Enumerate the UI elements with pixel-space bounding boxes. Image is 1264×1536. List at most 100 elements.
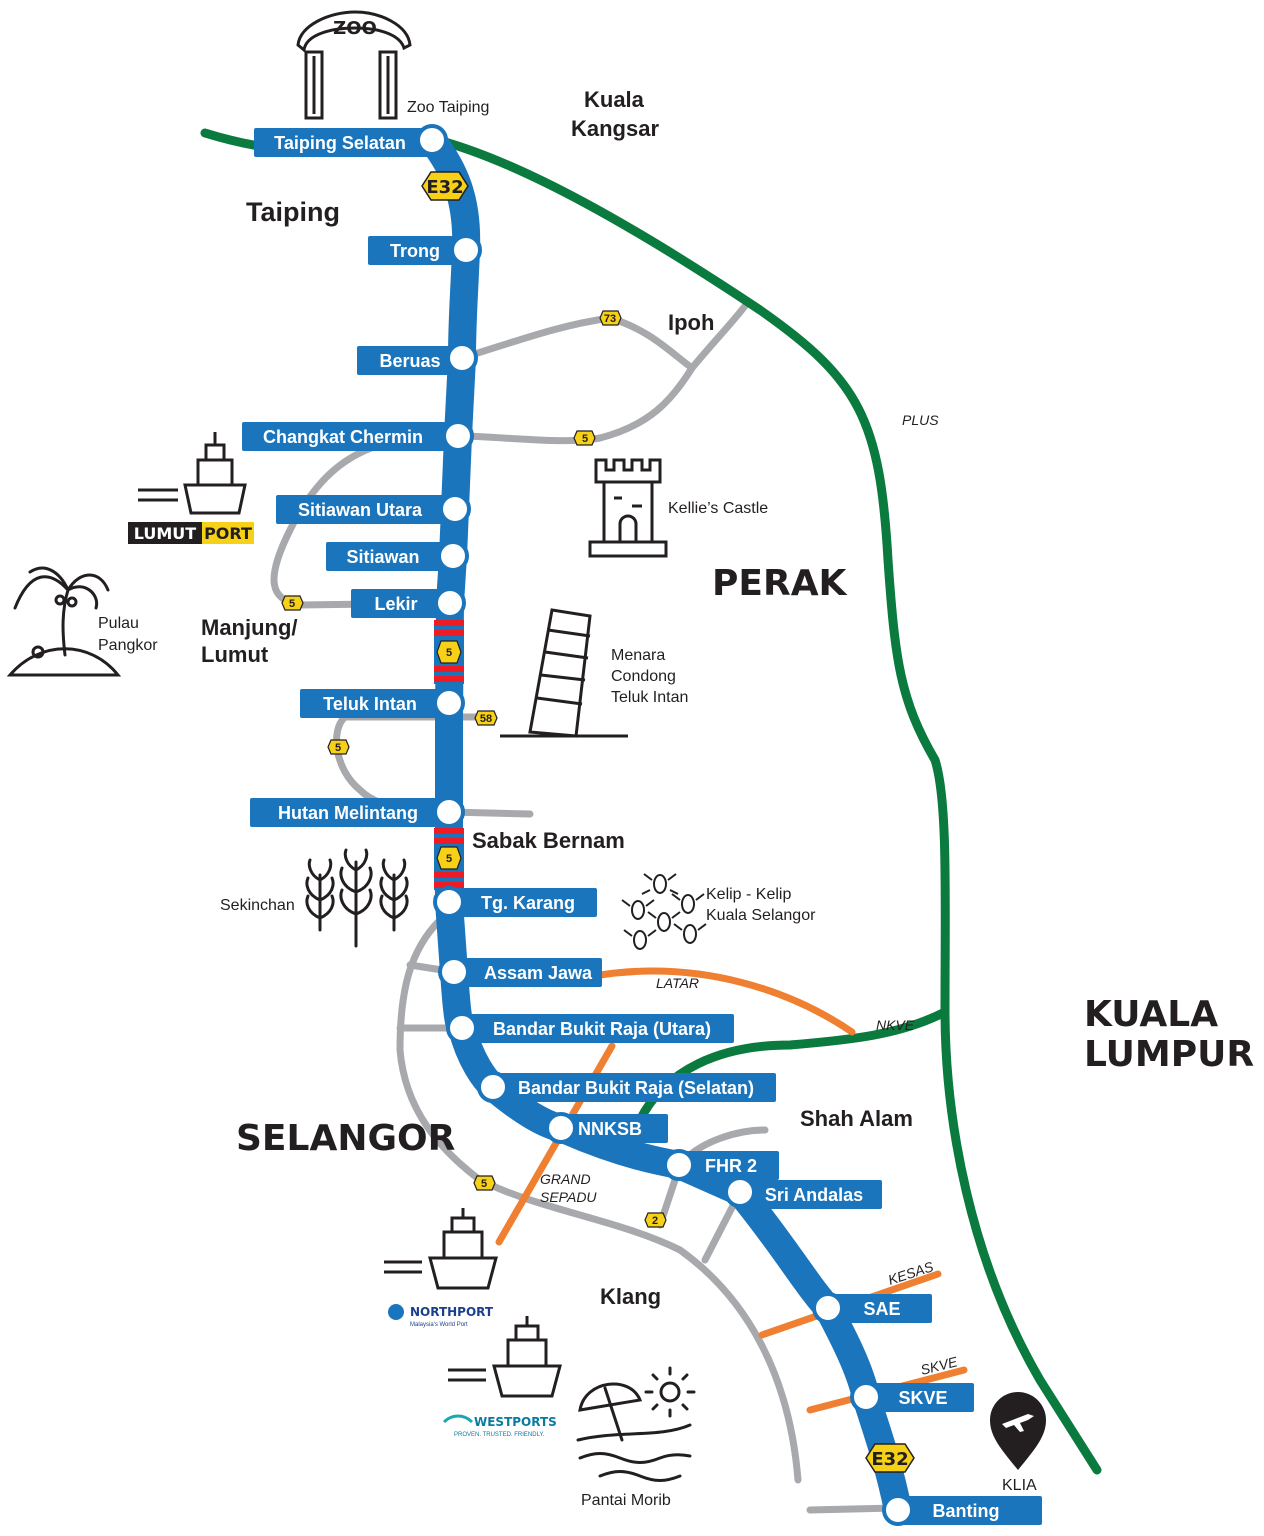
region-kuala-lumpur-1: KUALA [1084,994,1218,1035]
poi-pulau-pangkor-1: Pulau [98,615,139,632]
stations: Taiping Selatan Trong Beruas Changkat Ch… [242,124,1042,1526]
lumut-port-logo: LUMUT PORT [128,522,254,544]
station-beruas[interactable]: Beruas [357,342,478,375]
poi-kelip-kelip-2: Kuala Selangor [706,907,816,924]
shield-label: 5 [446,647,452,659]
westports-logo-text: WESTPORTS [474,1415,557,1429]
region-perak: PERAK [712,563,848,604]
station-assam-jawa[interactable]: Assam Jawa [438,956,602,988]
poi-menara-condong-2: Condong [611,668,676,685]
leaning-tower-icon [500,608,628,738]
e32-shield-label: E32 [426,177,463,198]
station-label: FHR 2 [705,1156,757,1176]
poi-sekinchan: Sekinchan [220,897,295,914]
palm-island-icon [6,566,122,677]
westports-logo: WESTPORTS PROVEN. TRUSTED. FRIENDLY. [442,1414,557,1438]
town-klang: Klang [600,1284,661,1309]
shield-route-2: 2 [644,1212,667,1228]
station-banting[interactable]: Banting [882,1494,1042,1526]
poi-pantai-morib: Pantai Morib [581,1492,671,1509]
station-label: SKVE [898,1388,947,1408]
station-sae[interactable]: SAE [812,1292,932,1324]
shield-label: 5 [446,853,452,865]
station-label: NNKSB [578,1119,642,1139]
highway-grand-sepadu-2: SEPADU [540,1189,597,1205]
station-nnksb[interactable]: NNKSB [545,1112,668,1144]
town-ipoh: Ipoh [668,310,714,335]
poi-zoo-taiping: Zoo Taiping [407,99,489,116]
e32-shield-south: E32 [865,1443,915,1473]
poi-menara-condong-1: Menara [611,647,665,664]
shield-route-5-crossing-2: 5 [436,846,462,870]
shield-route-5-chermin: 5 [573,430,596,446]
station-teluk-intan[interactable]: Teluk Intan [300,687,465,719]
station-label: Sri Andalas [765,1185,863,1205]
station-label: Trong [390,241,440,261]
station-changkat-chermin[interactable]: Changkat Chermin [242,420,474,452]
station-trong[interactable]: Trong [368,234,482,266]
station-label: Sitiawan Utara [298,500,423,520]
shield-route-73: 73 [599,310,622,326]
station-hutan-melintang[interactable]: Hutan Melintang [250,796,465,828]
station-label: Beruas [379,351,440,371]
highway-grand-sepadu-1: GRAND [540,1171,591,1187]
station-label: Teluk Intan [323,694,417,714]
e32-main-line [418,126,912,1524]
town-manjung: Manjung/ [201,615,298,640]
station-label: Tg. Karang [481,893,575,913]
shield-route-5-klang: 5 [473,1175,496,1191]
lumut-logo-text: LUMUT [134,524,197,543]
shield-route-58: 58 [474,710,498,726]
region-selangor: SELANGOR [236,1118,455,1159]
station-label: Hutan Melintang [278,803,418,823]
road-beruas-ipoh [458,314,696,372]
town-kuala-kangsar-2: Kangsar [571,116,659,141]
road-selangor-coast [396,916,802,1484]
station-taiping-selatan[interactable]: Taiping Selatan [254,124,448,157]
town-lumut: Lumut [201,642,269,667]
lumut-port-ship-icon [138,432,247,515]
station-lekir[interactable]: Lekir [351,587,466,619]
station-bbr-utara[interactable]: Bandar Bukit Raja (Utara) [446,1012,734,1044]
route-shields: 73 5 5 5 58 5 5 5 2 [281,310,667,1228]
shield-label: 58 [480,713,492,725]
northport-tagline: Malaysia's World Port [410,1322,468,1328]
poi-kellies-castle: Kellie’s Castle [668,500,768,517]
zoo-sign-label: ZOO [333,18,377,39]
castle-icon [588,458,668,558]
region-labels: PERAK SELANGOR KUALA LUMPUR [236,563,1254,1159]
shield-label: 5 [481,1178,487,1190]
shield-label: 5 [582,433,588,445]
station-tg-karang[interactable]: Tg. Karang [433,886,597,918]
shield-route-5-lekir: 5 [281,595,304,611]
northport-logo-text: NORTHPORT [410,1305,494,1319]
station-bbr-selatan[interactable]: Bandar Bukit Raja (Selatan) [477,1071,776,1103]
airport-pin-icon [990,1392,1046,1470]
beach-umbrella-icon [576,1366,696,1482]
station-sitiawan-utara[interactable]: Sitiawan Utara [276,493,471,525]
station-label: Sitiawan [346,547,419,567]
poi-pulau-pangkor-2: Pangkor [98,637,158,654]
westports-tagline: PROVEN. TRUSTED. FRIENDLY. [454,1432,545,1438]
e32-shield-north: E32 [421,171,469,201]
station-sri-andalas[interactable]: Sri Andalas [724,1176,882,1209]
station-label: Lekir [374,594,417,614]
lumut-logo-port: PORT [204,524,252,543]
highway-nkve-label: NKVE [876,1017,915,1033]
station-sitiawan[interactable]: Sitiawan [326,540,469,572]
northport-logo: NORTHPORT Malaysia's World Port [388,1304,494,1328]
station-label: Taiping Selatan [274,133,406,153]
highway-latar-label: LATAR [656,975,699,991]
station-label: SAE [863,1299,900,1319]
westports-ship-icon [448,1316,562,1398]
shield-label: 73 [604,313,616,325]
station-label: Banting [933,1501,1000,1521]
shield-label: 5 [335,742,341,754]
shield-label: 5 [289,598,295,610]
station-skve[interactable]: SKVE [850,1381,974,1413]
poi-menara-condong-3: Teluk Intan [611,689,688,706]
station-fhr2[interactable]: FHR 2 [663,1149,779,1181]
firefly-icon [621,873,707,950]
road-ipoh-kk [688,298,752,372]
zoo-gate-icon: ZOO [296,10,412,120]
